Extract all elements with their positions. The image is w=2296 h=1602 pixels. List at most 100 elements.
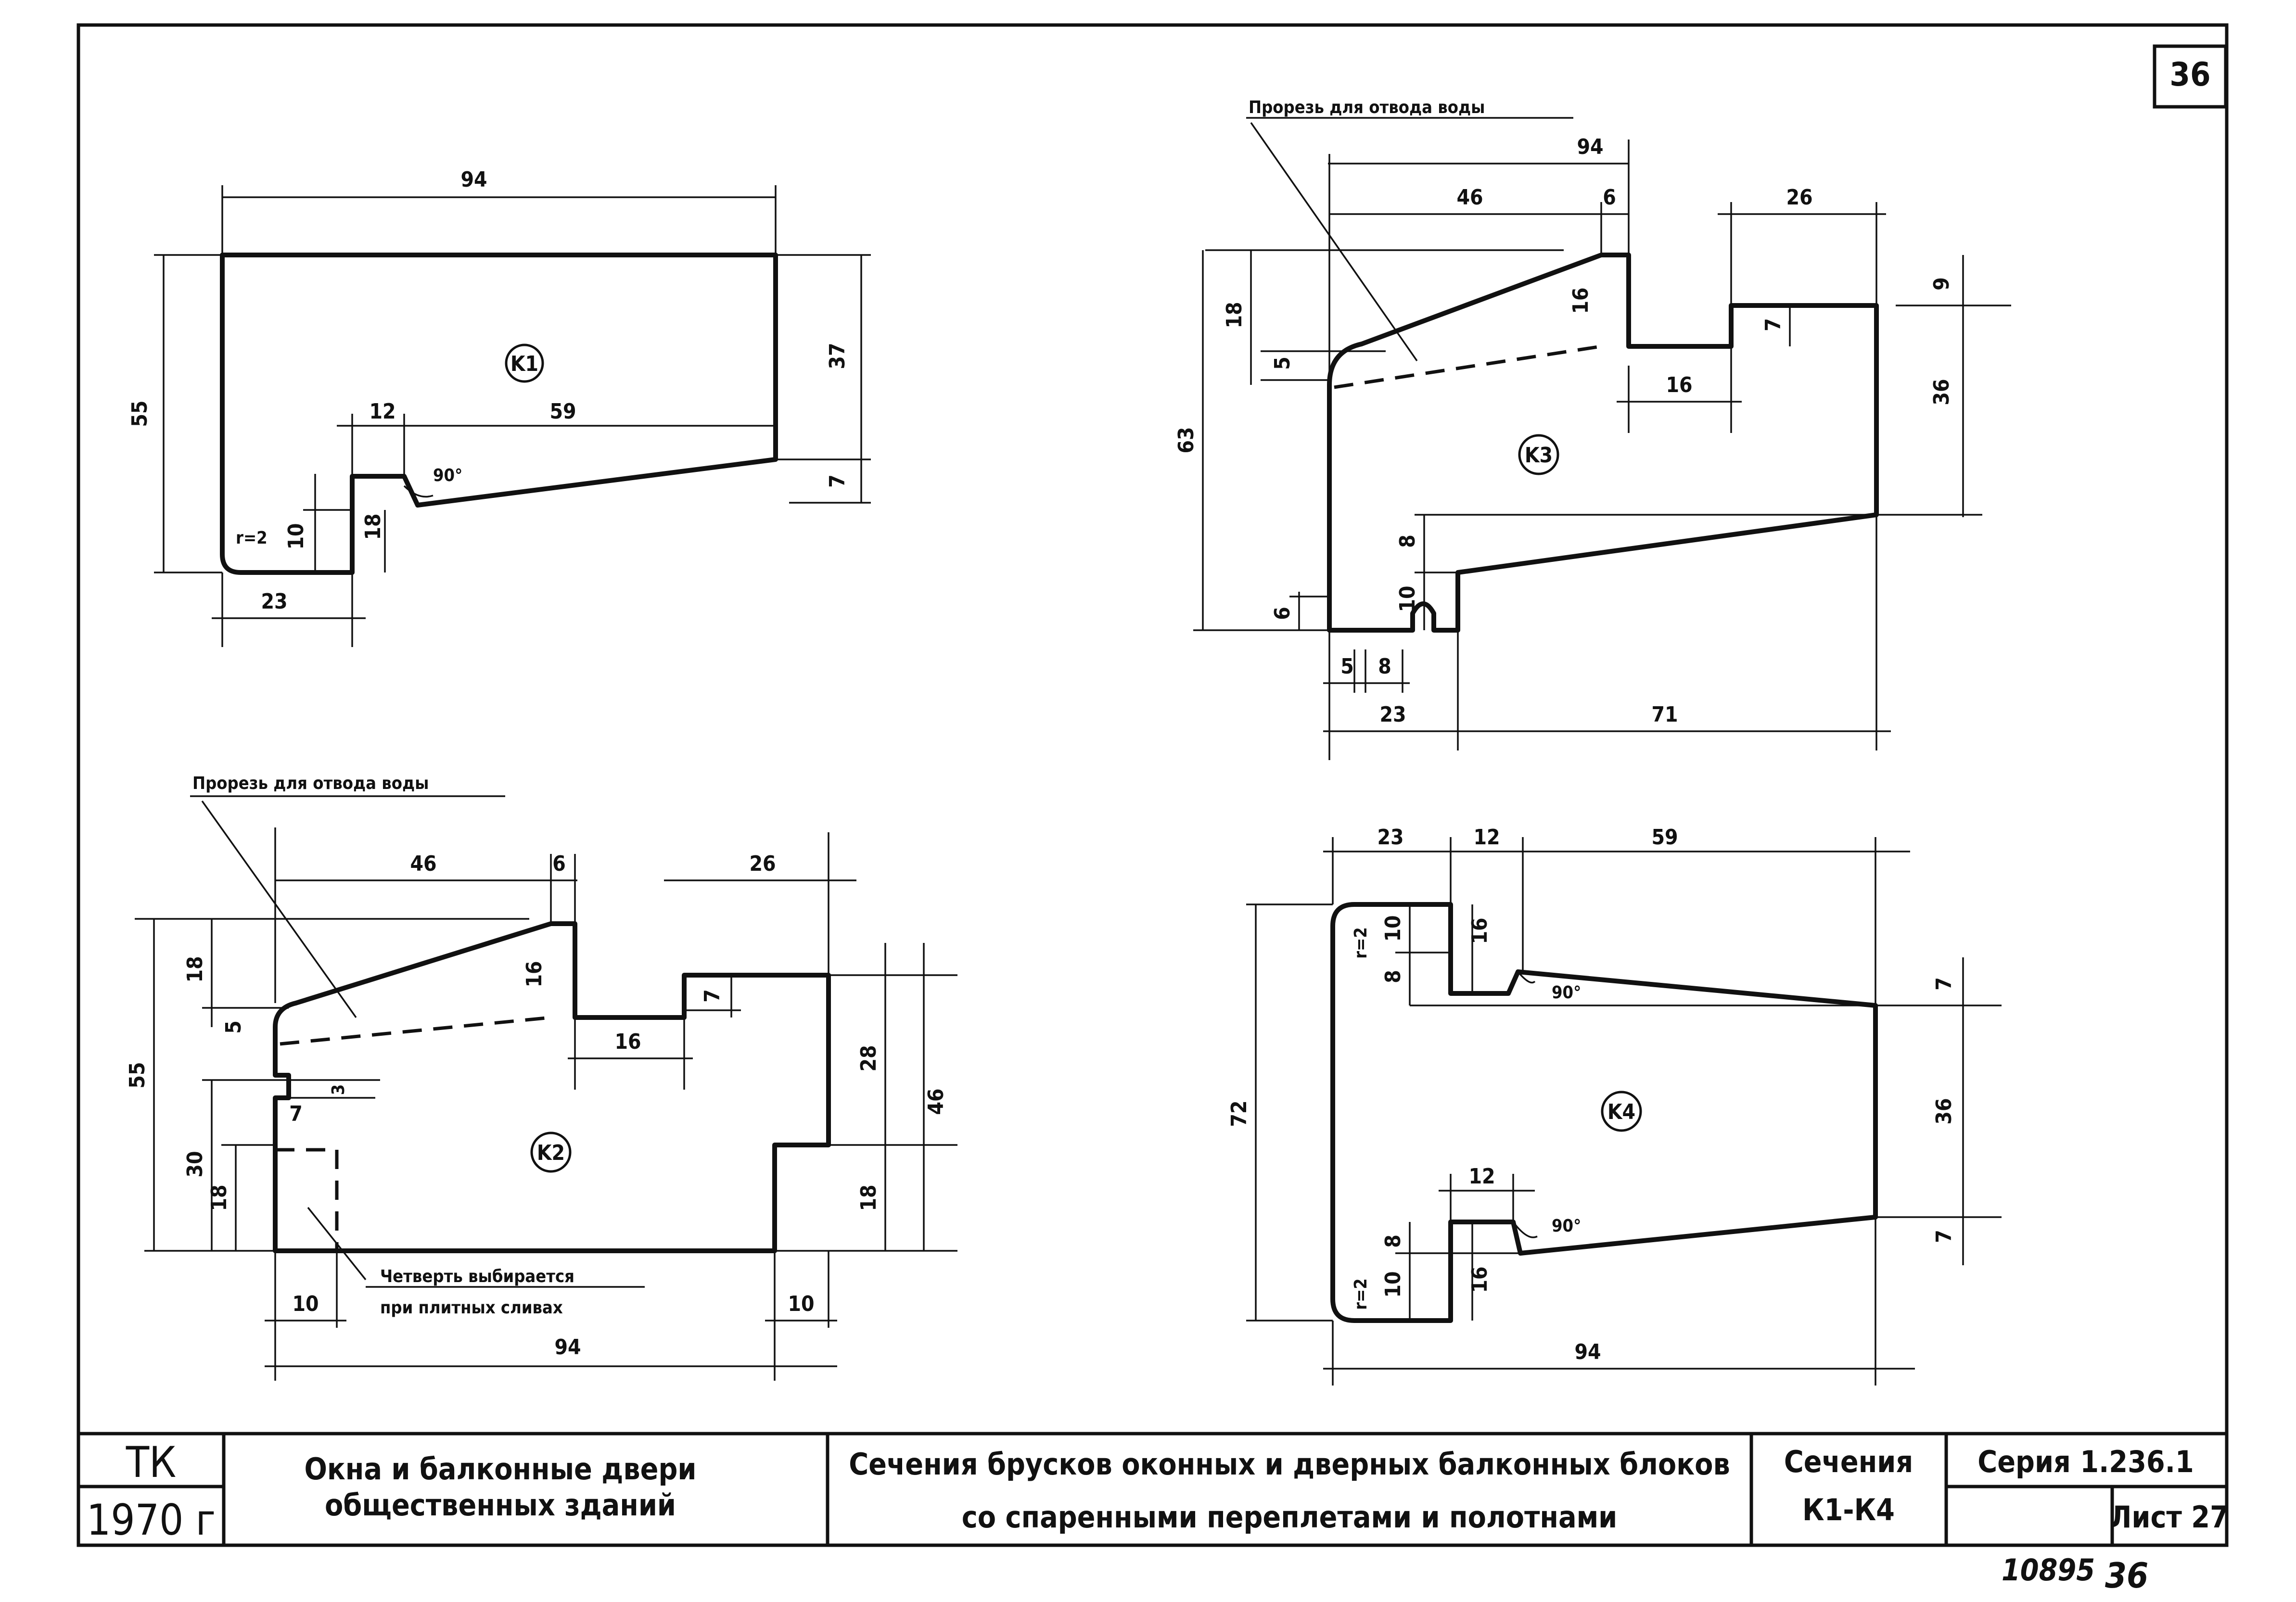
k3-dim-36: 36 <box>1929 379 1954 405</box>
k2-note-bottom-2: при плитных сливах <box>380 1298 563 1318</box>
tb-title-2: со спаренными переплетами и полотнами <box>962 1500 1618 1535</box>
k2-dim-26: 26 <box>749 852 776 876</box>
tb-title-1: Сечения брусков оконных и дверных балкон… <box>849 1447 1730 1482</box>
k1-dim-23: 23 <box>261 589 287 614</box>
k4-dim-bot8: 8 <box>1381 1234 1405 1248</box>
k3-dim-9: 9 <box>1929 277 1954 291</box>
section-k3: Прорезь для отвода воды 94 46 6 26 18 5 … <box>1174 98 2011 760</box>
k1-dim-59: 59 <box>549 399 576 424</box>
k3-dim-71: 71 <box>1651 702 1678 727</box>
tb-sections-1: Сечения <box>1784 1444 1913 1479</box>
k2-dim-3: 3 <box>329 1084 348 1095</box>
k2-dim-30: 30 <box>183 1151 207 1177</box>
k2-dim-r7: 7 <box>700 989 725 1003</box>
k1-dim-18: 18 <box>361 513 385 540</box>
k3-dim-5: 5 <box>1270 356 1295 370</box>
k4-dim-r7a: 7 <box>1932 977 1956 991</box>
k2-dim-18r: 18 <box>856 1184 881 1211</box>
k2-dim-5: 5 <box>221 1020 246 1034</box>
k4-dim-top10: 10 <box>1381 915 1405 941</box>
k3-dim-16a: 16 <box>1569 287 1593 314</box>
k3-dim-16b: 16 <box>1666 373 1692 397</box>
k1-dim-7: 7 <box>825 474 850 488</box>
k4-dim-r7b: 7 <box>1932 1230 1956 1243</box>
k3-dim-6b: 6 <box>1270 607 1295 620</box>
k2-dim-55: 55 <box>125 1062 150 1088</box>
k2-dim-18b: 18 <box>207 1184 231 1211</box>
k3-water-slot <box>1334 344 1602 389</box>
k2-dim-46: 46 <box>410 852 436 876</box>
tb-sections-2: К1-К4 <box>1802 1492 1895 1527</box>
tb-sheet: Лист 27 <box>2109 1500 2229 1535</box>
k2-note: Прорезь для отвода воды <box>192 774 429 793</box>
k2-dim-7b: 7 <box>289 1102 303 1126</box>
tb-year: 1970 г <box>87 1495 216 1545</box>
k3-dim-8: 8 <box>1395 534 1420 548</box>
k3-dim-7: 7 <box>1761 318 1786 331</box>
k4-angle-mark-top <box>1517 971 1536 984</box>
k1-dim-12: 12 <box>369 399 395 424</box>
k2-label: K2 <box>537 1141 565 1165</box>
k3-dim-10: 10 <box>1395 585 1420 612</box>
k4-dim-mid12: 12 <box>1468 1164 1495 1189</box>
k4-radius-bot: r=2 <box>1351 1278 1371 1310</box>
corner-number-box <box>2153 44 2228 109</box>
k4-dim-59: 59 <box>1651 825 1678 850</box>
k2-dim-16b: 16 <box>614 1030 641 1054</box>
k1-dim-55: 55 <box>128 400 152 427</box>
k3-note: Прорезь для отвода воды <box>1249 98 1485 117</box>
k4-dim-12: 12 <box>1473 825 1500 850</box>
k2-dim-10b: 10 <box>788 1292 814 1316</box>
k3-dim-26: 26 <box>1786 185 1812 210</box>
k4-dim-top8: 8 <box>1381 970 1405 983</box>
k1-dim-10: 10 <box>284 523 308 549</box>
k3-label: K3 <box>1525 443 1553 468</box>
k4-dim-94: 94 <box>1574 1340 1601 1364</box>
k2-note-bottom-1: Четверть выбирается <box>380 1267 574 1286</box>
corner-number: 36 <box>2169 56 2210 94</box>
k1-angle: 90° <box>433 466 462 485</box>
k2-dim-6: 6 <box>552 852 566 876</box>
k4-angle-top: 90° <box>1552 983 1581 1003</box>
k4-label: K4 <box>1607 1100 1635 1124</box>
k4-dim-bot10: 10 <box>1381 1271 1405 1297</box>
k3-outline <box>1327 253 1879 633</box>
handwritten-inventory-number: 10895 <box>2002 1552 2095 1588</box>
k4-dim-r36: 36 <box>1932 1098 1956 1124</box>
k2-quarter <box>275 1148 339 1251</box>
k2-dim-10a: 10 <box>292 1292 319 1316</box>
k4-dim-72: 72 <box>1227 1100 1251 1127</box>
section-k1: 94 55 37 7 12 59 90° r=2 10 18 23 K1 <box>128 167 871 647</box>
k2-water-slot <box>280 1016 551 1046</box>
tb-series: Серия 1.236.1 <box>1977 1444 2194 1479</box>
k3-dim-b5: 5 <box>1340 654 1354 679</box>
k2-dim-46r: 46 <box>924 1088 948 1115</box>
handwritten-page-number: 36 <box>2105 1555 2148 1596</box>
k2-outline <box>273 921 831 1253</box>
k3-dim-94: 94 <box>1577 135 1603 159</box>
k4-radius-top: r=2 <box>1351 927 1371 959</box>
k1-dim-37: 37 <box>825 343 850 369</box>
k1-angle-mark <box>403 485 434 498</box>
k4-dim-23: 23 <box>1377 825 1403 850</box>
k3-dim-18: 18 <box>1222 302 1247 328</box>
section-k2: Прорезь для отвода воды 46 6 26 18 5 55 … <box>125 774 957 1381</box>
k3-dim-b8: 8 <box>1378 654 1391 679</box>
k3-dim-46: 46 <box>1456 185 1483 210</box>
k2-dim-94: 94 <box>554 1335 581 1360</box>
k2-dim-28: 28 <box>856 1045 881 1071</box>
k1-label: K1 <box>510 352 538 376</box>
title-block: ТК 1970 г Окна и балконные двери обществ… <box>77 1432 2229 1547</box>
k4-angle-mark-bottom <box>1512 1221 1538 1238</box>
tb-org: ТК <box>126 1437 177 1487</box>
k4-dim-bot16: 16 <box>1467 1266 1492 1293</box>
k1-outline <box>220 253 778 575</box>
k3-dim-63: 63 <box>1174 427 1199 453</box>
k2-dim-16a: 16 <box>522 961 547 987</box>
k1-radius: r=2 <box>236 528 268 548</box>
k3-dim-23: 23 <box>1379 702 1406 727</box>
k4-angle-bot: 90° <box>1552 1216 1581 1236</box>
k2-dim-18: 18 <box>183 956 207 982</box>
k4-dim-top16: 16 <box>1467 917 1492 944</box>
